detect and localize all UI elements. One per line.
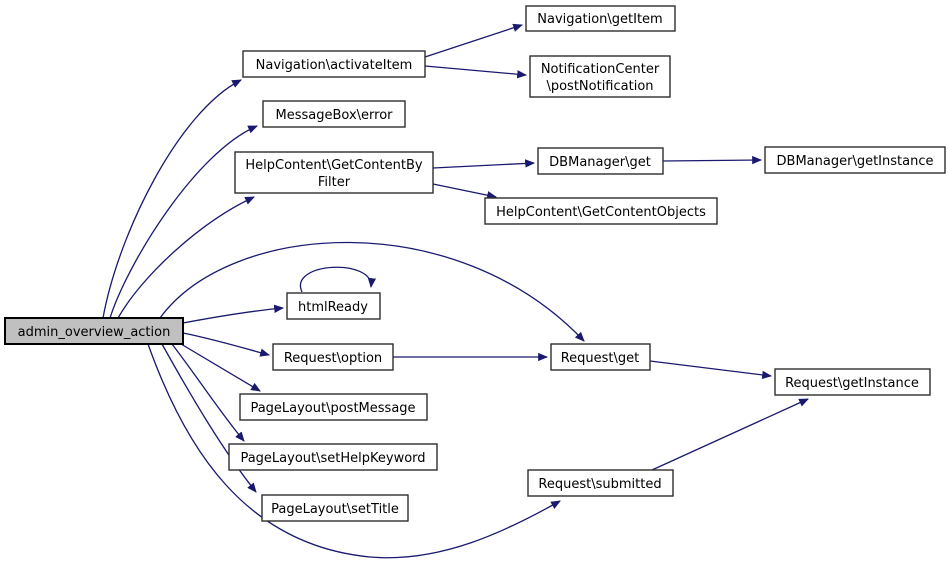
node-box	[550, 343, 651, 371]
edge-admin_overview_action-to-pagelayout-postmessage	[180, 343, 261, 392]
node-box	[529, 55, 671, 98]
node-label: Navigation\activateItem	[256, 58, 413, 73]
edge-dbmanager-get-to-dbmanager-getinstance	[662, 155, 763, 165]
edge-navigation-activateitem-to-navigation-getitem	[424, 23, 523, 58]
node-admin-overview-action[interactable]: admin_overview_action	[4, 317, 184, 345]
edge-admin_overview_action-to-htmlready	[182, 304, 285, 324]
node-label: htmlReady	[298, 300, 368, 315]
edge-admin_overview_action-to-messagebox-error	[109, 125, 258, 319]
node-label: PageLayout\setTitle	[271, 502, 399, 517]
node-box	[272, 343, 394, 371]
edges-layer	[102, 23, 809, 559]
edge-admin_overview_action-to-pagelayout-sethelpkeyword	[171, 343, 245, 442]
node-box	[764, 146, 946, 174]
node-label-line1: NotificationCenter	[541, 62, 660, 77]
node-notificationcenter-postnotification[interactable]: NotificationCenter \postNotification	[529, 55, 671, 98]
nodes-layer: admin_overview_action Navigation\activat…	[4, 5, 946, 522]
edge-htmlready-self-loop	[299, 266, 377, 293]
edge-admin_overview_action-to-request-option	[182, 332, 271, 357]
node-label: Request\option	[284, 351, 382, 366]
edge-request-submitted-to-request-getinstance	[651, 398, 809, 471]
node-box	[239, 393, 428, 421]
edge-request-get-to-request-getinstance	[649, 360, 773, 380]
node-label: PageLayout\postMessage	[250, 401, 415, 416]
node-dbmanager-get[interactable]: DBManager\get	[537, 147, 664, 175]
node-pagelayout-settitle[interactable]: PageLayout\setTitle	[261, 494, 409, 522]
edge-admin_overview_action-to-helpcontent-getcontentbyfilter	[117, 196, 255, 319]
node-request-get[interactable]: Request\get	[550, 343, 651, 371]
node-box	[4, 317, 184, 345]
node-box	[286, 292, 381, 320]
node-box	[261, 494, 409, 522]
node-box	[228, 443, 438, 471]
node-box	[527, 469, 674, 497]
node-pagelayout-sethelpkeyword[interactable]: PageLayout\setHelpKeyword	[228, 443, 438, 471]
node-label: HelpContent\GetContentObjects	[496, 205, 706, 220]
node-request-getinstance[interactable]: Request\getInstance	[774, 368, 931, 396]
node-box	[262, 100, 406, 128]
node-label: Navigation\getItem	[537, 12, 662, 27]
node-label: DBManager\getInstance	[777, 154, 934, 169]
edge-admin_overview_action-to-request-get	[159, 241, 585, 342]
node-box	[525, 5, 676, 32]
node-box	[242, 50, 426, 78]
node-box	[234, 151, 434, 194]
node-label: Request\get	[561, 351, 640, 366]
node-helpcontent-getcontentbyfilter[interactable]: HelpContent\GetContentBy Filter	[234, 151, 434, 194]
node-label: Request\submitted	[538, 477, 661, 492]
node-messagebox-error[interactable]: MessageBox\error	[262, 100, 406, 128]
edge-admin_overview_action-to-navigation-activateitem	[102, 79, 242, 319]
node-label: DBManager\get	[549, 155, 651, 170]
node-htmlready[interactable]: htmlReady	[286, 292, 381, 320]
node-navigation-activateitem[interactable]: Navigation\activateItem	[242, 50, 426, 78]
node-navigation-getitem[interactable]: Navigation\getItem	[525, 5, 676, 32]
node-box	[774, 368, 931, 396]
edge-navigation-activateitem-to-notificationcenter-postnotification	[424, 65, 528, 79]
edge-helpcontent-getcontentbyfilter-to-dbmanager-get	[432, 159, 536, 169]
edge-admin_overview_action-to-pagelayout-settitle	[161, 343, 257, 493]
node-label: Request\getInstance	[785, 376, 919, 391]
node-dbmanager-getinstance[interactable]: DBManager\getInstance	[764, 146, 946, 174]
node-box	[484, 197, 718, 225]
node-request-submitted[interactable]: Request\submitted	[527, 469, 674, 497]
node-label-line2: \postNotification	[546, 79, 653, 94]
node-label: PageLayout\setHelpKeyword	[240, 451, 425, 466]
node-box	[537, 147, 664, 175]
node-pagelayout-postmessage[interactable]: PageLayout\postMessage	[239, 393, 428, 421]
node-label: MessageBox\error	[276, 108, 394, 123]
node-label-line2: Filter	[318, 175, 351, 190]
edge-helpcontent-getcontentbyfilter-to-helpcontent-getcontentobjects	[432, 183, 498, 200]
node-request-option[interactable]: Request\option	[272, 343, 394, 371]
node-label-line1: HelpContent\GetContentBy	[245, 158, 423, 173]
node-label: admin_overview_action	[18, 325, 171, 340]
node-helpcontent-getcontentobjects[interactable]: HelpContent\GetContentObjects	[484, 197, 718, 225]
edge-admin_overview_action-to-request-submitted	[147, 343, 561, 559]
